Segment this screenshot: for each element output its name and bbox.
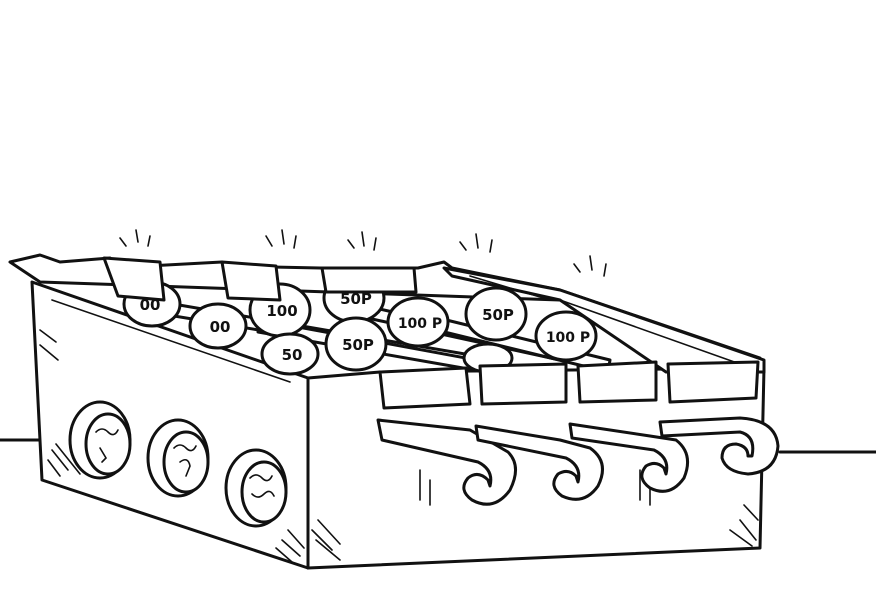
coin-2: 00 (188, 302, 248, 350)
coin-4-label: 50P (340, 290, 372, 308)
coin-7: 100 P (386, 296, 450, 348)
shine-marks (119, 229, 607, 277)
coin-9: 100 P (534, 310, 598, 362)
ground-line (0, 438, 876, 454)
porthole-1 (68, 400, 132, 480)
coin-2-label: 00 (210, 318, 231, 336)
coin-9-label: 100 P (546, 330, 590, 346)
coin-6: 50P (324, 316, 388, 372)
hook-4 (658, 360, 780, 476)
coin-5-label: 50 (282, 346, 303, 364)
coin-5: 50 (260, 332, 320, 376)
coin-3-label: 100 (266, 302, 297, 320)
coin-6-label: 50P (342, 336, 374, 354)
coin-7-label: 100 P (398, 316, 442, 332)
coin-8-label: 50P (482, 306, 514, 324)
coin-8: 50P (464, 286, 528, 342)
hook-3 (568, 360, 690, 493)
hook-2 (474, 362, 604, 501)
porthole-3 (224, 448, 288, 528)
back-dividers (102, 256, 418, 302)
porthole-2 (146, 418, 210, 498)
